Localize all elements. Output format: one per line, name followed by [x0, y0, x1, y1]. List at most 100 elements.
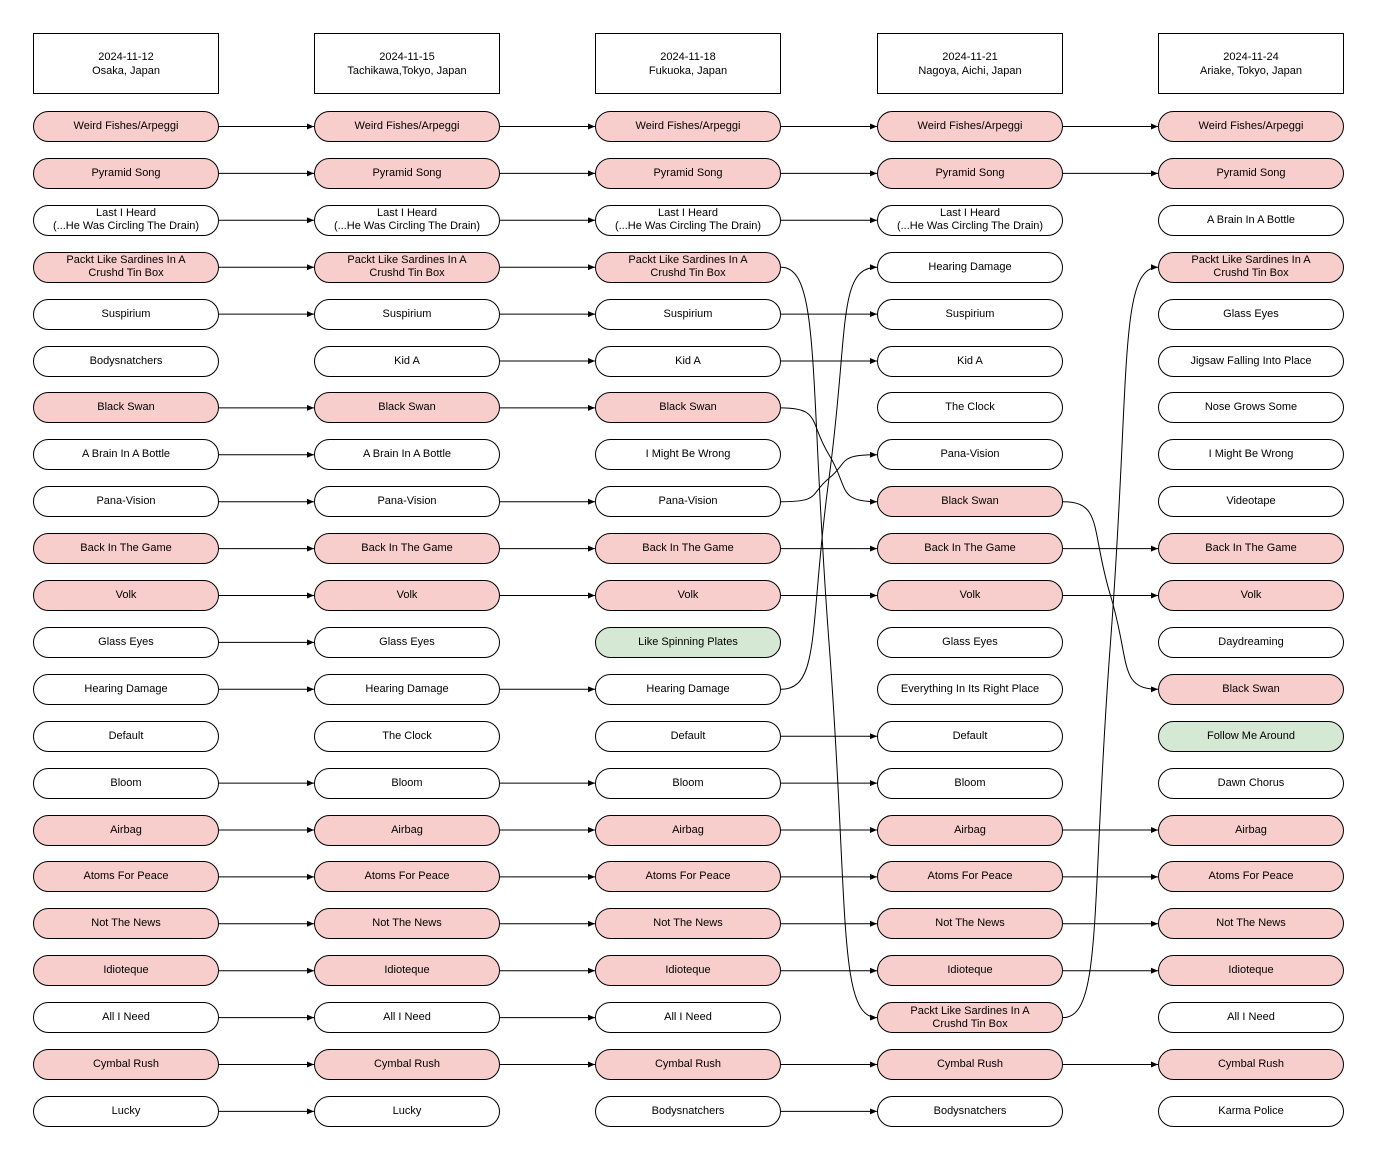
connector-arrow — [780, 266, 878, 1021]
song-node-packt-like-sardines-in-a-crushd-tin-box: Packt Like Sardines In A Crushd Tin Box — [33, 251, 219, 283]
song-node-atoms-for-peace: Atoms For Peace — [1158, 861, 1344, 893]
show-date: 2024-11-18 — [660, 50, 716, 63]
song-node-not-the-news: Not The News — [877, 908, 1063, 940]
song-node-last-i-heard-he-was-circling-the-drain: Last I Heard (...He Was Circling The Dra… — [595, 204, 781, 236]
song-node-weird-fishes-arpeggi: Weird Fishes/Arpeggi — [877, 111, 1063, 142]
song-node-hearing-damage: Hearing Damage — [33, 673, 219, 705]
connector-arrow — [780, 407, 878, 505]
song-node-kid-a: Kid A — [314, 345, 500, 377]
song-node-black-swan: Black Swan — [314, 392, 500, 424]
song-node-atoms-for-peace: Atoms For Peace — [314, 861, 500, 893]
song-node-glass-eyes: Glass Eyes — [1158, 298, 1344, 330]
song-node-cymbal-rush: Cymbal Rush — [877, 1049, 1063, 1080]
show-location: Tachikawa,Tokyo, Japan — [347, 64, 467, 77]
song-node-kid-a: Kid A — [595, 345, 781, 377]
connector-arrow — [1062, 264, 1159, 1019]
song-node-bloom: Bloom — [33, 767, 219, 799]
song-node-idioteque: Idioteque — [595, 955, 781, 987]
song-node-not-the-news: Not The News — [595, 908, 781, 940]
song-node-packt-like-sardines-in-a-crushd-tin-box: Packt Like Sardines In A Crushd Tin Box — [595, 251, 781, 283]
song-node-a-brain-in-a-bottle: A Brain In A Bottle — [33, 439, 219, 471]
song-node-pana-vision: Pana-Vision — [33, 486, 219, 518]
connector-arrow — [780, 264, 878, 690]
song-node-pana-vision: Pana-Vision — [595, 486, 781, 518]
song-node-pyramid-song: Pyramid Song — [33, 157, 219, 189]
song-node-back-in-the-game: Back In The Game — [877, 533, 1063, 565]
song-node-pyramid-song: Pyramid Song — [595, 157, 781, 189]
song-node-all-i-need: All I Need — [314, 1002, 500, 1034]
song-node-volk: Volk — [595, 580, 781, 611]
song-node-a-brain-in-a-bottle: A Brain In A Bottle — [1158, 204, 1344, 236]
song-node-airbag: Airbag — [314, 814, 500, 846]
song-node-bloom: Bloom — [877, 767, 1063, 799]
song-node-i-might-be-wrong: I Might Be Wrong — [1158, 439, 1344, 471]
song-node-packt-like-sardines-in-a-crushd-tin-box: Packt Like Sardines In A Crushd Tin Box — [877, 1002, 1063, 1034]
song-node-atoms-for-peace: Atoms For Peace — [877, 861, 1063, 893]
song-node-airbag: Airbag — [1158, 814, 1344, 846]
song-node-back-in-the-game: Back In The Game — [33, 533, 219, 565]
show-location: Osaka, Japan — [92, 64, 160, 77]
connector-arrow — [1062, 501, 1159, 693]
song-node-kid-a: Kid A — [877, 345, 1063, 377]
song-node-volk: Volk — [33, 580, 219, 611]
song-node-all-i-need: All I Need — [33, 1002, 219, 1034]
song-node-last-i-heard-he-was-circling-the-drain: Last I Heard (...He Was Circling The Dra… — [33, 204, 219, 236]
song-node-weird-fishes-arpeggi: Weird Fishes/Arpeggi — [595, 111, 781, 142]
song-node-default: Default — [595, 720, 781, 752]
song-node-the-clock: The Clock — [314, 720, 500, 752]
song-node-volk: Volk — [1158, 580, 1344, 611]
song-node-everything-in-its-right-place: Everything In Its Right Place — [877, 673, 1063, 705]
song-node-cymbal-rush: Cymbal Rush — [1158, 1049, 1344, 1080]
song-node-pyramid-song: Pyramid Song — [314, 157, 500, 189]
song-node-pyramid-song: Pyramid Song — [1158, 157, 1344, 189]
song-node-cymbal-rush: Cymbal Rush — [314, 1049, 500, 1080]
song-node-glass-eyes: Glass Eyes — [877, 626, 1063, 658]
song-node-idioteque: Idioteque — [1158, 955, 1344, 987]
song-node-videotape: Videotape — [1158, 486, 1344, 518]
song-node-volk: Volk — [877, 580, 1063, 611]
song-node-last-i-heard-he-was-circling-the-drain: Last I Heard (...He Was Circling The Dra… — [877, 204, 1063, 236]
connector-arrow — [780, 451, 878, 503]
song-node-idioteque: Idioteque — [314, 955, 500, 987]
song-node-airbag: Airbag — [877, 814, 1063, 846]
song-node-atoms-for-peace: Atoms For Peace — [33, 861, 219, 893]
song-node-pana-vision: Pana-Vision — [877, 439, 1063, 471]
song-node-the-clock: The Clock — [877, 392, 1063, 424]
song-node-lucky: Lucky — [33, 1095, 219, 1127]
song-node-glass-eyes: Glass Eyes — [314, 626, 500, 658]
song-node-black-swan: Black Swan — [1158, 673, 1344, 705]
song-node-weird-fishes-arpeggi: Weird Fishes/Arpeggi — [1158, 111, 1344, 142]
song-node-suspirium: Suspirium — [595, 298, 781, 330]
song-node-lucky: Lucky — [314, 1095, 500, 1127]
song-node-dawn-chorus: Dawn Chorus — [1158, 767, 1344, 799]
song-node-hearing-damage: Hearing Damage — [314, 673, 500, 705]
song-node-nose-grows-some: Nose Grows Some — [1158, 392, 1344, 424]
song-node-atoms-for-peace: Atoms For Peace — [595, 861, 781, 893]
song-node-back-in-the-game: Back In The Game — [595, 533, 781, 565]
song-node-default: Default — [877, 720, 1063, 752]
song-node-all-i-need: All I Need — [1158, 1002, 1344, 1034]
song-node-black-swan: Black Swan — [877, 486, 1063, 518]
song-node-pyramid-song: Pyramid Song — [877, 157, 1063, 189]
song-node-cymbal-rush: Cymbal Rush — [595, 1049, 781, 1080]
song-node-glass-eyes: Glass Eyes — [33, 626, 219, 658]
song-node-not-the-news: Not The News — [33, 908, 219, 940]
song-node-back-in-the-game: Back In The Game — [1158, 533, 1344, 565]
song-node-bodysnatchers: Bodysnatchers — [33, 345, 219, 377]
show-date: 2024-11-12 — [98, 50, 154, 63]
song-node-black-swan: Black Swan — [33, 392, 219, 424]
song-node-airbag: Airbag — [33, 814, 219, 846]
song-node-like-spinning-plates: Like Spinning Plates — [595, 626, 781, 658]
song-node-volk: Volk — [314, 580, 500, 611]
song-node-cymbal-rush: Cymbal Rush — [33, 1049, 219, 1080]
song-node-i-might-be-wrong: I Might Be Wrong — [595, 439, 781, 471]
song-node-pana-vision: Pana-Vision — [314, 486, 500, 518]
show-date: 2024-11-21 — [942, 50, 998, 63]
show-date: 2024-11-15 — [379, 50, 435, 63]
song-node-back-in-the-game: Back In The Game — [314, 533, 500, 565]
song-node-not-the-news: Not The News — [314, 908, 500, 940]
song-node-black-swan: Black Swan — [595, 392, 781, 424]
song-node-jigsaw-falling-into-place: Jigsaw Falling Into Place — [1158, 345, 1344, 377]
